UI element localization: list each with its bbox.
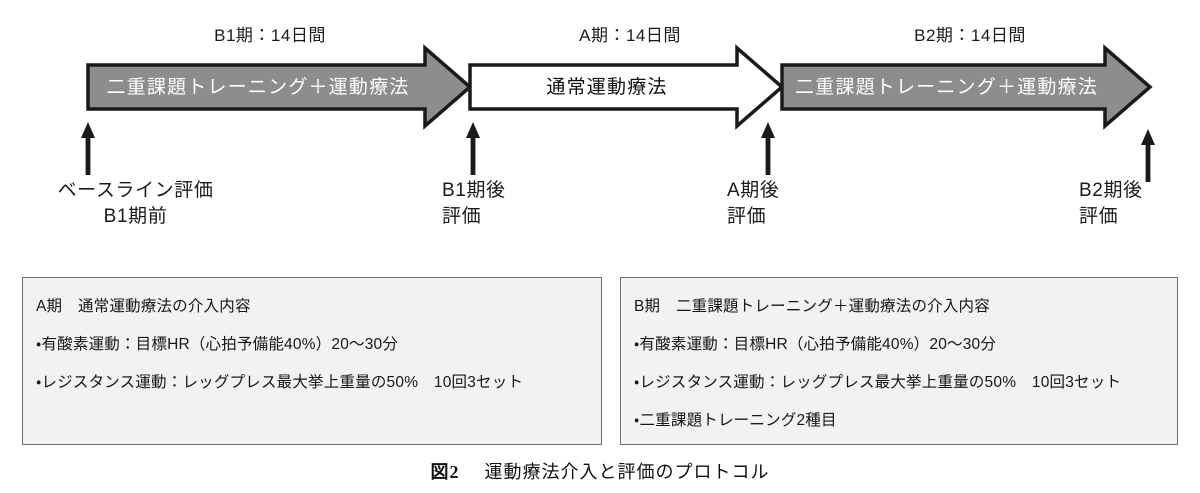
eval-label-baseline: ベースライン評価 B1期前 <box>28 178 243 229</box>
eval-tick-post-b2 <box>1141 129 1155 182</box>
phase-header-b1: B1期：14日間 <box>214 26 326 45</box>
eval-label-post-a: A期後 評価 <box>727 178 779 229</box>
phase-label-b1: 二重課題トレーニング＋運動療法 <box>106 77 410 98</box>
eval-label-post-b2-line2: 評価 <box>1079 205 1119 227</box>
timeline-diagram <box>81 44 1155 182</box>
figure-caption-number: 図2 <box>430 462 460 482</box>
eval-label-post-b1-line1: B1期後 <box>442 180 506 201</box>
intervention-box-phase-b-item-1: ・レジスタンス運動：レッグプレス最大挙上重量の50% 10回3セット <box>634 374 1122 391</box>
eval-label-post-b2-line1: B2期後 <box>1079 180 1143 201</box>
intervention-box-phase-b <box>620 277 1178 445</box>
eval-label-post-a-line2: 評価 <box>727 205 767 227</box>
intervention-box-phase-a-item-1: ・レジスタンス運動：レッグプレス最大挙上重量の50% 10回3セット <box>36 374 524 391</box>
figure-caption-text: 運動療法介入と評価のプロトコル <box>484 462 770 482</box>
phase-label-a: 通常運動療法 <box>546 77 668 98</box>
intervention-box-phase-a-title: A期 通常運動療法の介入内容 <box>36 298 251 315</box>
eval-label-baseline-line2: B1期前 <box>103 205 168 227</box>
figure-caption: 図2 運動療法介入と評価のプロトコル <box>0 458 1200 484</box>
eval-label-post-b1-line2: 評価 <box>442 205 482 227</box>
intervention-box-phase-a <box>22 277 602 445</box>
phase-arrow-a <box>468 44 785 130</box>
eval-label-post-b1: B1期後 評価 <box>442 178 506 229</box>
phase-arrow-b2 <box>780 44 1153 130</box>
phase-arrow-b1 <box>86 44 473 130</box>
phase-header-b2: B2期：14日間 <box>914 26 1026 45</box>
eval-tick-baseline <box>81 122 95 175</box>
phase-label-b2: 二重課題トレーニング＋運動療法 <box>794 77 1098 98</box>
phase-header-a: A期：14日間 <box>579 26 681 45</box>
intervention-box-phase-a-item-0: ・有酸素運動：目標HR（心拍予備能40%）20〜30分 <box>36 336 399 353</box>
eval-label-post-a-line1: A期後 <box>727 180 780 201</box>
eval-label-post-b2: B2期後 評価 <box>1079 178 1143 229</box>
intervention-box-phase-b-item-0: ・有酸素運動：目標HR（心拍予備能40%）20〜30分 <box>634 336 997 353</box>
eval-tick-post-a <box>761 122 775 175</box>
eval-label-baseline-line1: ベースライン評価 <box>57 180 214 201</box>
eval-tick-post-b1 <box>466 122 480 175</box>
intervention-box-phase-b-item-2: ・二重課題トレーニング2種目 <box>634 412 837 429</box>
intervention-box-phase-b-title: B期 二重課題トレーニング＋運動療法の介入内容 <box>634 298 990 315</box>
